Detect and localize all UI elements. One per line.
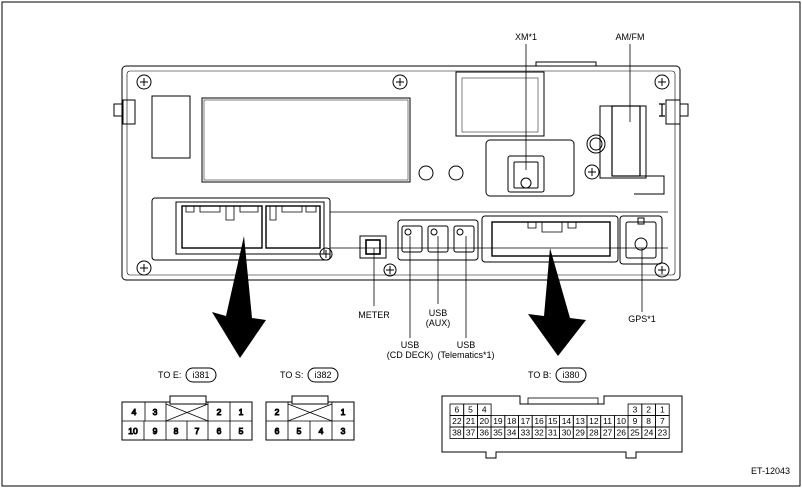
pin-label: 10 — [617, 416, 627, 426]
figure-id: ET-12043 — [751, 466, 790, 476]
pin-label: 31 — [548, 428, 558, 438]
pin-label: 4 — [482, 405, 487, 415]
connector-title-i381: TO E: i381 — [158, 367, 217, 383]
leader-lines — [373, 44, 643, 338]
pin-label: 4 — [132, 407, 137, 417]
meter-label: METER — [358, 310, 390, 320]
pin-label: 6 — [454, 405, 459, 415]
pin-label: 9 — [633, 416, 638, 426]
connector-code: i380 — [562, 370, 579, 380]
pin-cell — [655, 426, 670, 439]
pin-label: 5 — [297, 426, 302, 436]
pin-label: 6 — [217, 426, 222, 436]
pin-label: 13 — [575, 416, 585, 426]
connector-prefix: TO B: — [528, 370, 551, 380]
pin-label: 29 — [575, 428, 585, 438]
usb-cd-label: USB — [401, 340, 420, 350]
pin-label: 30 — [562, 428, 572, 438]
pin-label: 1 — [239, 407, 244, 417]
connector-i381-face: 4 3 2 1 10 9 8 7 6 5 — [121, 395, 253, 441]
xm-label: XM*1 — [515, 32, 537, 42]
usb-telematics-label: USB — [457, 340, 476, 350]
pin-label: 33 — [521, 428, 531, 438]
pin-label: 2 — [217, 407, 222, 417]
pin-label: 15 — [548, 416, 558, 426]
pin-label: 36 — [480, 428, 490, 438]
pin-label: 32 — [534, 428, 544, 438]
pin-label: 17 — [521, 416, 531, 426]
unit-housing — [121, 65, 681, 281]
pin-label: 12 — [589, 416, 599, 426]
usb-aux-sublabel: (AUX) — [426, 318, 451, 328]
pin-label: 21 — [466, 416, 476, 426]
pin-label: 7 — [660, 416, 665, 426]
pin-label: 5 — [468, 405, 473, 415]
audio-unit-rear-view — [113, 61, 689, 281]
pin-label: 7 — [195, 426, 200, 436]
arrow-down-icon — [528, 248, 586, 356]
pin-label: 26 — [617, 428, 627, 438]
usb-aux-label: USB — [429, 308, 448, 318]
pin-label: 24 — [644, 428, 654, 438]
pin-label: 6 — [275, 426, 280, 436]
pin-label: 8 — [174, 426, 179, 436]
pin-label: 11 — [603, 416, 612, 426]
pin-label: 23 — [658, 428, 668, 438]
usb-telematics-sublabel: (Telematics*1) — [437, 350, 494, 360]
pin-label: 4 — [319, 426, 324, 436]
connector-prefix: TO S: — [280, 370, 303, 380]
connector-code: i381 — [192, 370, 209, 380]
pin-label: 34 — [507, 428, 517, 438]
screw-icon — [136, 74, 670, 278]
pin-label: 3 — [341, 426, 346, 436]
pin-label: 22 — [452, 416, 462, 426]
pin-label: 38 — [452, 428, 462, 438]
pin-label: 2 — [275, 407, 280, 417]
connector-code: i382 — [314, 370, 331, 380]
pin-label: 18 — [507, 416, 517, 426]
pin-label: 10 — [128, 426, 138, 436]
pin-label: 3 — [153, 407, 158, 417]
pin-label: 37 — [466, 428, 476, 438]
pin-label: 28 — [589, 428, 599, 438]
pin-label: 27 — [603, 428, 613, 438]
pin-label: 8 — [646, 416, 651, 426]
gps-label: GPS*1 — [628, 314, 656, 324]
amfm-label: AM/FM — [616, 32, 645, 42]
arrow-down-icon — [212, 236, 266, 358]
pin-label: 9 — [153, 426, 158, 436]
pin-label: 25 — [630, 428, 640, 438]
connector-i382-face: 2 1 6 5 4 3 — [265, 395, 355, 441]
pin-label: 19 — [493, 416, 503, 426]
connector-title-i380: TO B: i380 — [528, 367, 587, 383]
connector-title-i382: TO S: i382 — [280, 367, 339, 383]
pin-label: 14 — [562, 416, 572, 426]
pin-label: 2 — [646, 405, 651, 415]
connector-prefix: TO E: — [158, 370, 181, 380]
pin-label: 3 — [633, 405, 638, 415]
pin-label: 1 — [660, 405, 665, 415]
pin-label: 16 — [534, 416, 544, 426]
pin-label: 1 — [341, 407, 346, 417]
pin-label: 20 — [480, 416, 490, 426]
pin-label: 5 — [239, 426, 244, 436]
pin-label: 35 — [493, 428, 503, 438]
usb-cd-sublabel: (CD DECK) — [387, 350, 434, 360]
